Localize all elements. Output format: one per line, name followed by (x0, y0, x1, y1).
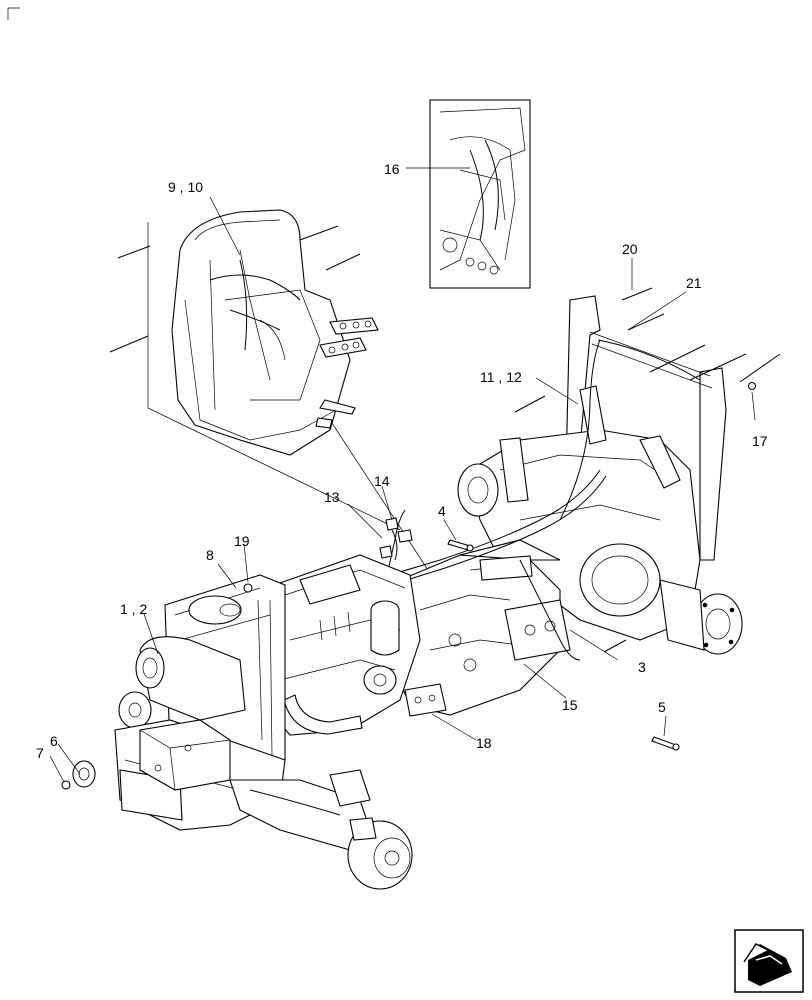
callout-19: 19 (234, 533, 250, 549)
callout-3: 3 (638, 659, 646, 675)
callout-9-10: 9 , 10 (168, 179, 203, 195)
callout-18: 18 (476, 735, 492, 751)
callout-6: 6 (50, 733, 58, 749)
detail-inset (429, 99, 531, 289)
front-frame (114, 719, 286, 831)
callout-13: 13 (324, 489, 340, 505)
corner-mark-icon (7, 7, 20, 20)
callout-labels: 9 , 10 16 20 21 11 , 12 17 13 14 4 8 19 … (36, 161, 768, 761)
loose-pins (61, 287, 781, 790)
callout-4: 4 (438, 503, 446, 519)
callout-17: 17 (752, 433, 768, 449)
rops-frame (565, 295, 727, 561)
engine (259, 554, 421, 736)
leader-lines (49, 167, 756, 783)
navigation-arrow-icon[interactable] (734, 929, 804, 993)
front-axle (229, 769, 413, 890)
callout-15: 15 (562, 697, 578, 713)
callout-8: 8 (206, 547, 214, 563)
rear-axle-housing (457, 385, 743, 655)
callout-5: 5 (658, 699, 666, 715)
callout-11-12: 11 , 12 (480, 369, 522, 385)
callout-14: 14 (374, 473, 390, 489)
callout-20: 20 (622, 241, 638, 257)
callout-16: 16 (384, 161, 400, 177)
pedal-block (319, 317, 379, 358)
radiator-assembly (118, 574, 286, 769)
callout-21: 21 (686, 275, 702, 291)
callout-7: 7 (36, 745, 44, 761)
transmission-housing (389, 539, 571, 717)
dashboard-inset (109, 209, 429, 571)
callout-1-2: 1 , 2 (120, 601, 147, 617)
